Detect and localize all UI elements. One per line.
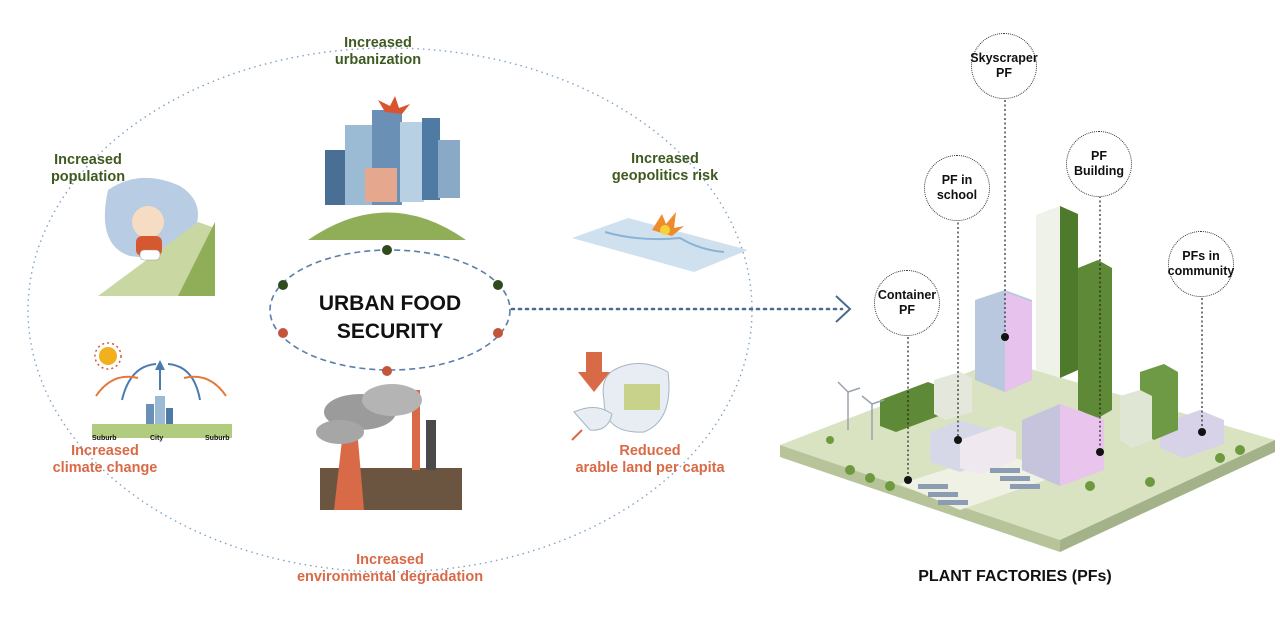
label-population: Increased population [50,152,126,185]
map-conflict-icon [572,212,748,272]
shrinking-land-bag-icon [571,352,670,441]
label-climate-change: Increased climate change [52,443,158,476]
center-dot-lower-left [278,328,288,338]
center-dot-lower-right [493,328,503,338]
plant-factory-city-illustration [780,100,1275,552]
climate-scale-suburb-left: Suburb [92,435,117,442]
baby-population-icon [98,177,215,296]
city-skyline-icon [308,96,466,240]
center-dot-upper-right [493,280,503,290]
plant-factories-title: PLANT FACTORIES (PFs) [918,568,1112,585]
callout-pf-in-school: PF in school [924,155,990,221]
label-arable-land: Reduced arable land per capita [575,443,725,476]
factory-pollution-icon [316,384,462,510]
label-environmental-degradation: Increased environmental degradation [296,552,484,585]
center-dot-upper-left [278,280,288,290]
center-title: URBAN FOOD SECURITY [280,290,500,346]
center-title-line1: URBAN FOOD [318,292,462,315]
climate-scale-city: City [150,435,163,442]
callout-container-pf: Container PF [874,270,940,336]
center-title-line2: SECURITY [336,320,444,343]
callout-pf-building: PF Building [1066,131,1132,197]
label-geopolitics: Increased geopolitics risk [611,151,719,184]
callout-skyscraper-pf: Skyscraper PF [970,33,1038,99]
callout-pfs-in-community: PFs in community [1168,231,1234,297]
climate-heat-island-icon: Suburb City Suburb [92,342,232,442]
label-urbanization: Increased urbanization [334,35,422,68]
center-dot-bottom [382,366,392,376]
center-dot-top [382,245,392,255]
arrow-head-icon [835,295,852,323]
climate-scale-suburb-right: Suburb [205,435,230,442]
